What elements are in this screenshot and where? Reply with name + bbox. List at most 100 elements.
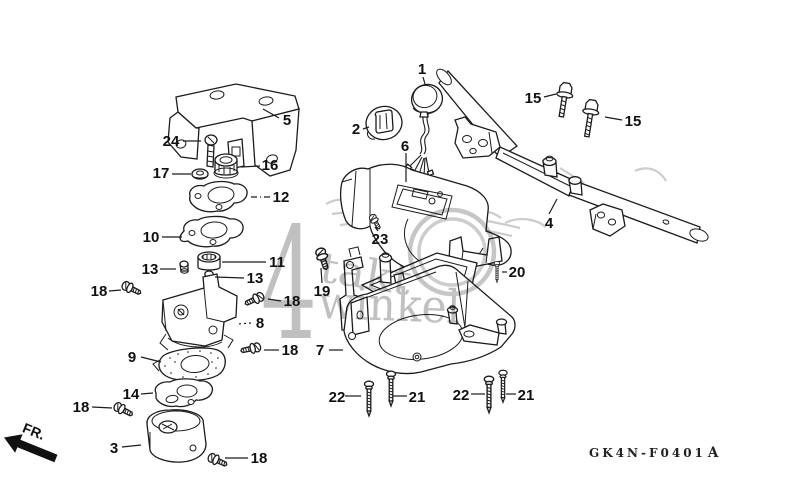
callout-label: 17 xyxy=(153,165,170,182)
part-11-collar xyxy=(197,251,221,271)
callout-label: 19 xyxy=(314,283,331,300)
callout-label: 2 xyxy=(352,121,360,138)
part-2-grommet xyxy=(365,105,403,141)
drawing-code-main: GK4N-F0401 xyxy=(589,446,706,460)
callout-label: 10 xyxy=(143,229,160,246)
part-15-bolts xyxy=(556,81,600,138)
callouts: 1 2 5 24 16 17 12 10 11 13 xyxy=(73,61,642,467)
callout-label: 4 xyxy=(545,215,554,232)
part-22-screw-left xyxy=(363,380,375,417)
callout-2: 2 xyxy=(352,121,370,138)
part-21-screw-right xyxy=(498,369,508,403)
callout-5: 5 xyxy=(262,108,291,129)
callout-label: 16 xyxy=(262,157,279,174)
callout-21-left: 21 xyxy=(393,389,425,406)
callout-label: 18 xyxy=(73,399,90,416)
callout-label: 15 xyxy=(525,90,542,107)
screw-18-a xyxy=(119,279,144,299)
part-17-nut xyxy=(191,168,209,180)
callout-21-right: 21 xyxy=(506,387,534,404)
callout-19: 19 xyxy=(314,267,331,300)
part-5-bracket xyxy=(167,83,300,177)
watermark-word-winkel: winkel xyxy=(318,275,462,334)
callout-18-c: 18 xyxy=(264,342,298,359)
callout-label: 18 xyxy=(282,342,299,359)
callout-label: 8 xyxy=(256,315,264,332)
callout-label: 22 xyxy=(329,389,346,406)
callout-23: 23 xyxy=(372,226,389,248)
callout-24: 24 xyxy=(163,133,201,150)
callout-11: 11 xyxy=(222,254,285,271)
part-7-under-cover xyxy=(343,264,516,375)
callout-15-left: 15 xyxy=(525,90,557,107)
callout-label: 1 xyxy=(418,61,426,78)
callout-18-a: 18 xyxy=(91,283,122,300)
callout-22-left: 22 xyxy=(329,389,361,406)
callout-1: 1 xyxy=(418,61,426,85)
front-direction-arrow: FR. xyxy=(4,420,58,463)
callout-8: 8 xyxy=(236,315,264,332)
callout-3: 3 xyxy=(110,440,142,457)
part-3-housing xyxy=(146,409,207,463)
screw-18-c xyxy=(239,341,263,357)
arrow-shape xyxy=(4,434,58,463)
part-10-plate xyxy=(179,215,244,248)
callout-label: 12 xyxy=(273,189,290,206)
callout-label: 21 xyxy=(409,389,426,406)
callout-label: 5 xyxy=(283,112,291,129)
callout-label: 21 xyxy=(518,387,535,404)
callout-9: 9 xyxy=(128,349,162,366)
callout-label: 3 xyxy=(110,440,118,457)
callout-20: 20 xyxy=(502,264,525,281)
part-21-screw-left xyxy=(385,370,397,407)
callout-label: 6 xyxy=(401,138,409,155)
part-9-gasket xyxy=(152,347,226,382)
part-4-handlebar xyxy=(436,68,709,244)
part-16-nut xyxy=(213,153,239,179)
callout-14: 14 xyxy=(123,386,154,403)
part-8-bracket-box xyxy=(159,273,238,351)
part-22-screw-right xyxy=(483,375,495,414)
callout-16: 16 xyxy=(240,157,279,174)
callout-15-right: 15 xyxy=(604,113,642,130)
callout-17: 17 xyxy=(153,165,191,182)
front-direction-label: FR. xyxy=(20,420,47,443)
callout-12: 12 xyxy=(248,189,289,206)
callout-7: 7 xyxy=(316,342,343,359)
callout-label: 20 xyxy=(509,264,526,281)
callout-label: 23 xyxy=(372,231,389,248)
watermark-ring-inner xyxy=(417,217,487,287)
callout-label: 13 xyxy=(247,270,264,287)
callout-6: 6 xyxy=(401,138,409,182)
callout-13-right: 13 xyxy=(214,270,264,287)
callout-label: 24 xyxy=(163,133,180,150)
callout-label: 11 xyxy=(269,254,285,271)
callout-18-e: 18 xyxy=(225,450,267,467)
callout-18-d: 18 xyxy=(73,399,113,416)
part-14-plate xyxy=(154,378,214,408)
screw-18-d xyxy=(111,400,136,420)
part-12-plate xyxy=(188,180,248,213)
callout-label: 14 xyxy=(123,386,140,403)
screw-18-e xyxy=(205,451,230,470)
part-1-speedometer xyxy=(404,83,444,180)
drawing-code-suffix: A xyxy=(707,445,721,461)
callout-label: 15 xyxy=(625,113,642,130)
watermark: 4 takt winkel xyxy=(261,194,497,375)
part-24-bolt xyxy=(204,134,218,168)
callout-label: 7 xyxy=(316,342,324,359)
callout-10: 10 xyxy=(143,229,182,246)
callout-4: 4 xyxy=(545,198,558,232)
callout-22-right: 22 xyxy=(453,387,485,404)
callout-18-b: 18 xyxy=(267,293,301,310)
part-20-screw xyxy=(493,261,501,283)
callout-label: 18 xyxy=(284,293,301,310)
watermark-big-4: 4 xyxy=(261,194,317,375)
callout-label: 9 xyxy=(128,349,136,366)
callout-label: 13 xyxy=(142,261,159,278)
callout-13-left: 13 xyxy=(142,261,176,278)
watermark-ring-outer xyxy=(407,207,497,297)
